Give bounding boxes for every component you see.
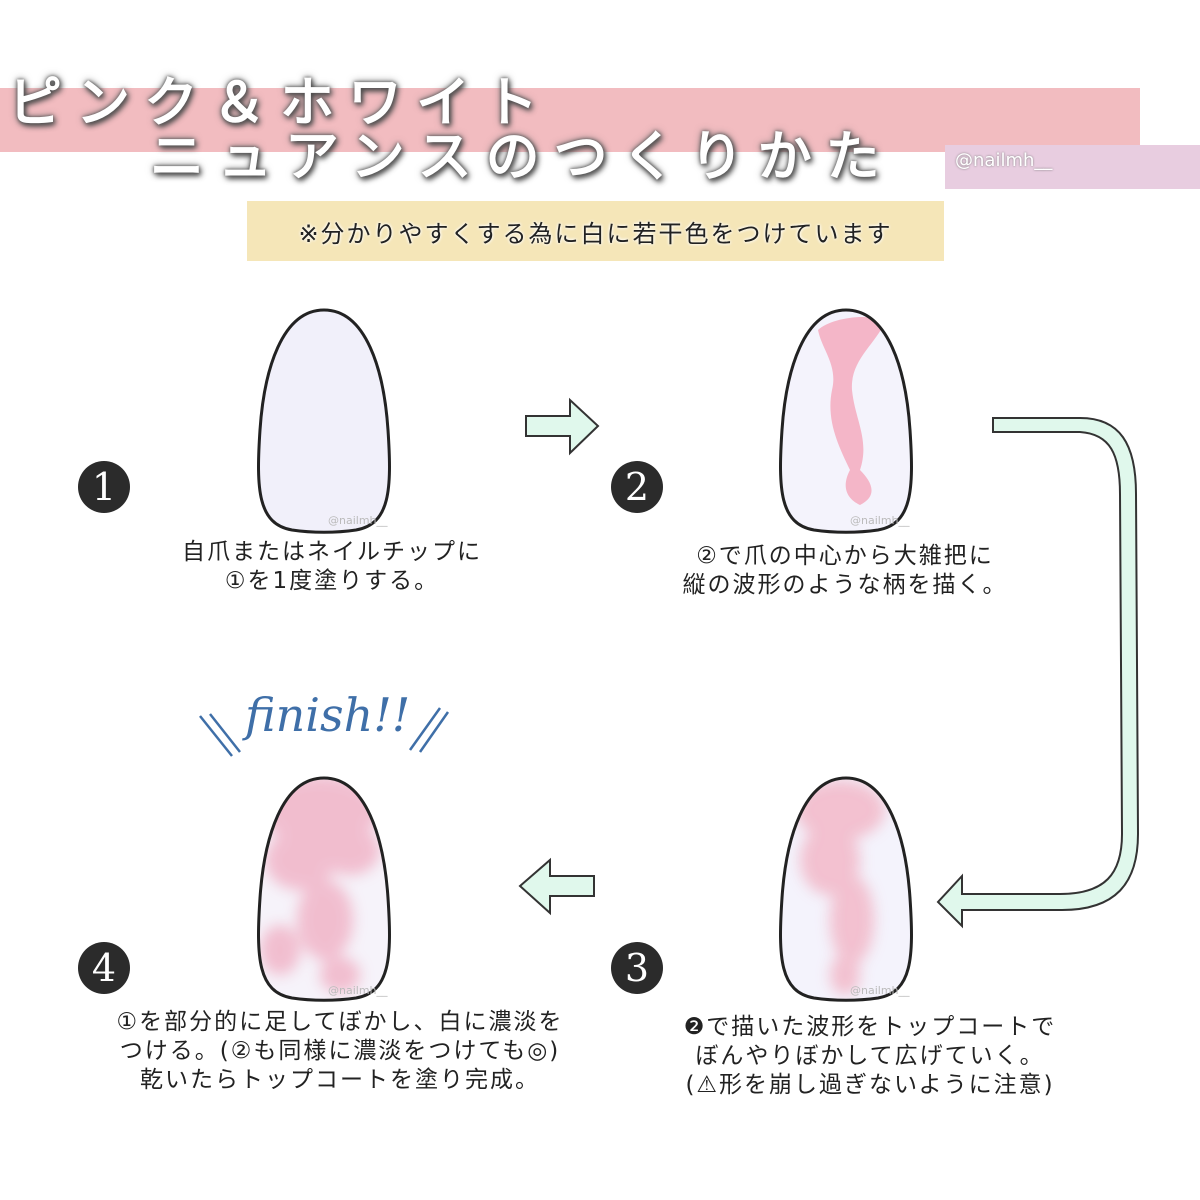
nail-step-1: @nailmh__ <box>257 308 391 534</box>
nail-step-4: @nailmh__ <box>257 776 391 1002</box>
note-banner: ※分かりやすくする為に白に若干色をつけています <box>247 201 944 261</box>
author-handle: @nailmh__ <box>955 150 1053 171</box>
caption-line: 自爪またはネイルチップに <box>182 539 482 565</box>
nail-step-3: @nailmh__ <box>779 776 913 1002</box>
step-number-2: 2 <box>611 461 663 513</box>
watermark: @nailmh__ <box>328 514 388 527</box>
caption-line: 縦の波形のような柄を描く。 <box>682 572 1008 598</box>
caption-line: ①を1度塗りする。 <box>224 568 440 594</box>
arrow-left-icon <box>518 857 595 916</box>
finish-label: finish!! <box>245 688 411 742</box>
title-line-2: ニュアンスのつくりかた <box>150 125 894 188</box>
watermark: @nailmh__ <box>850 984 910 997</box>
step-4-caption: ①を部分的に足してぼかし、白に濃淡を つける。(②も同様に濃淡をつけても◎) 乾… <box>70 1008 610 1095</box>
nail-step-2: @nailmh__ <box>779 308 913 534</box>
caption-line: ❷で描いた波形をトップコートで <box>683 1014 1057 1040</box>
step-number-1: 1 <box>78 461 130 513</box>
finish-decoration-lines <box>199 707 450 757</box>
step-2-caption: ②で爪の中心から大雑把に 縦の波形のような柄を描く。 <box>660 542 1030 600</box>
step-number-4: 4 <box>78 942 130 994</box>
arrow-right-icon <box>525 397 600 456</box>
title-band-pink <box>0 88 1140 152</box>
step-1-caption: 自爪またはネイルチップに ①を1度塗りする。 <box>162 538 502 596</box>
watermark: @nailmh__ <box>850 514 910 527</box>
caption-line: つける。(②も同様に濃淡をつけても◎) <box>119 1038 561 1064</box>
step-number-3: 3 <box>611 942 663 994</box>
curved-arrow-icon <box>936 417 1140 929</box>
title-band-lavender <box>945 145 1200 189</box>
step-3-caption: ❷で描いた波形をトップコートで ぼんやりぼかして広げていく。 (⚠形を崩し過ぎな… <box>645 1013 1095 1100</box>
caption-line: 乾いたらトップコートを塗り完成。 <box>140 1067 540 1093</box>
caption-line: (⚠形を崩し過ぎないように注意) <box>685 1072 1055 1098</box>
caption-line: ぼんやりぼかして広げていく。 <box>695 1043 1045 1069</box>
caption-line: ①を部分的に足してぼかし、白に濃淡を <box>116 1009 564 1035</box>
caption-line: ②で爪の中心から大雑把に <box>696 543 994 569</box>
watermark: @nailmh__ <box>328 984 388 997</box>
title-line-1: ピンク＆ホワイト <box>8 71 552 134</box>
